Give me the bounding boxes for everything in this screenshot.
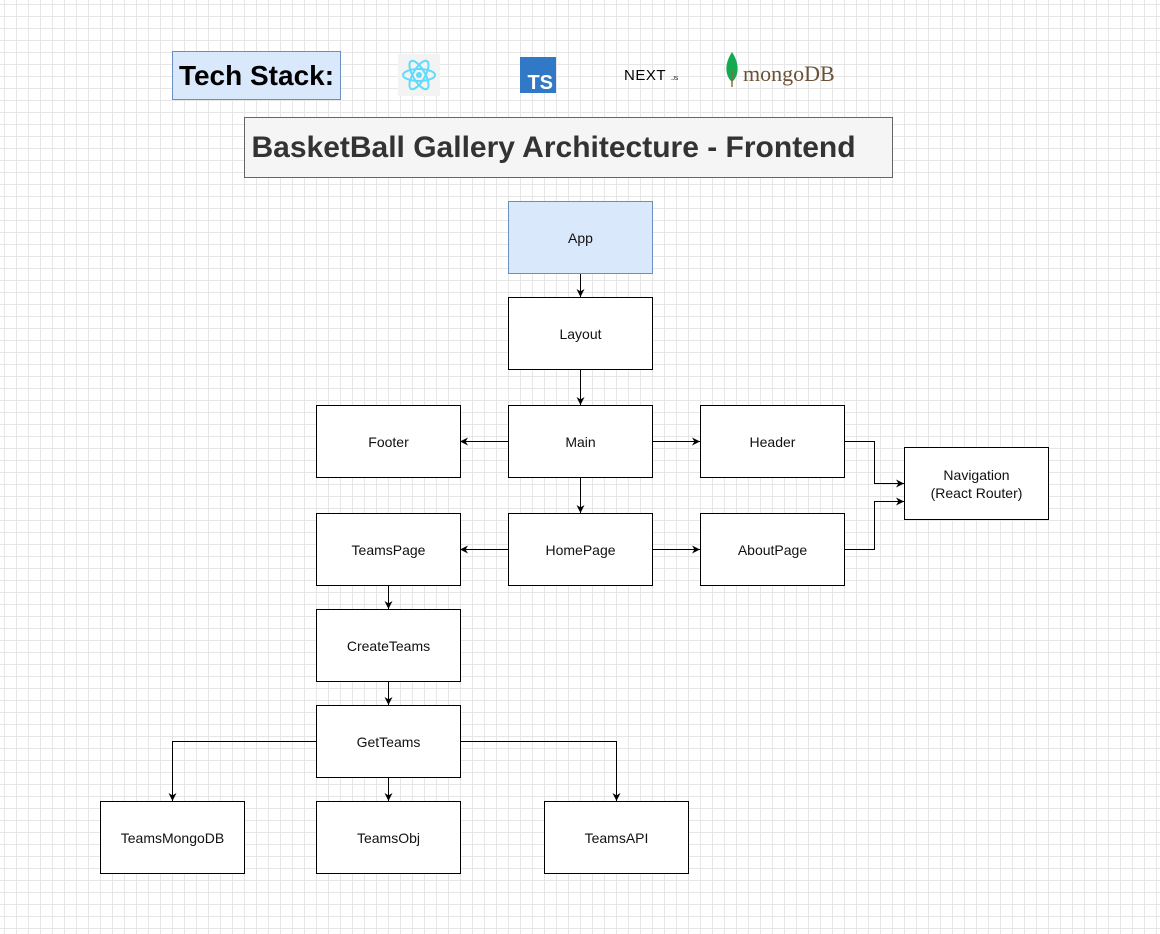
node-aboutpage-label: AboutPage [737, 541, 808, 558]
nextjs-logo-suffix: .JS [671, 76, 679, 82]
node-aboutpage[interactable]: AboutPage [700, 513, 845, 586]
node-teamspage-label: TeamsPage [351, 541, 426, 558]
nextjs-logo-text: NEXT [624, 67, 666, 84]
typescript-logo-icon: TS [520, 57, 556, 93]
typescript-logo-text: TS [527, 72, 553, 93]
node-teamsobj-label: TeamsObj [356, 829, 421, 846]
node-header-label: Header [749, 433, 796, 450]
node-layout-label: Layout [559, 325, 602, 342]
node-getteams[interactable]: GetTeams [316, 705, 461, 778]
node-teamsapi[interactable]: TeamsAPI [544, 801, 689, 874]
node-teamsapi-label: TeamsAPI [584, 829, 649, 846]
node-app-label: App [568, 229, 593, 246]
node-teamspage[interactable]: TeamsPage [316, 513, 461, 586]
node-homepage-label: HomePage [545, 541, 616, 558]
tech-stack-label: Tech Stack: [172, 51, 341, 100]
node-teamsmongodb[interactable]: TeamsMongoDB [100, 801, 245, 874]
nextjs-logo-icon: NEXT .JS [624, 67, 679, 84]
node-navigation-label: Navigation (React Router) [930, 466, 1023, 501]
node-header[interactable]: Header [700, 405, 845, 478]
mongodb-logo-text: mongoDB [743, 61, 835, 86]
diagram-title: BasketBall Gallery Architecture - Fronte… [244, 117, 893, 178]
mongodb-logo-icon: mongoDB [726, 52, 835, 87]
node-navigation[interactable]: Navigation (React Router) [904, 447, 1049, 520]
node-teamsobj[interactable]: TeamsObj [316, 801, 461, 874]
node-app[interactable]: App [508, 201, 653, 274]
node-teamsmongodb-label: TeamsMongoDB [120, 829, 225, 846]
node-getteams-label: GetTeams [356, 733, 421, 750]
edge-getteams-teamsmongodb [168, 741, 316, 801]
react-logo-icon [398, 54, 440, 96]
node-footer[interactable]: Footer [316, 405, 461, 478]
edge-aboutpage-navigation [844, 497, 904, 550]
node-main-label: Main [565, 433, 596, 450]
node-layout[interactable]: Layout [508, 297, 653, 370]
node-homepage[interactable]: HomePage [508, 513, 653, 586]
edge-header-navigation [844, 441, 904, 488]
edge-getteams-teamsapi [460, 741, 621, 801]
node-main[interactable]: Main [508, 405, 653, 478]
node-createteams-label: CreateTeams [346, 637, 431, 654]
node-footer-label: Footer [368, 433, 409, 450]
node-createteams[interactable]: CreateTeams [316, 609, 461, 682]
